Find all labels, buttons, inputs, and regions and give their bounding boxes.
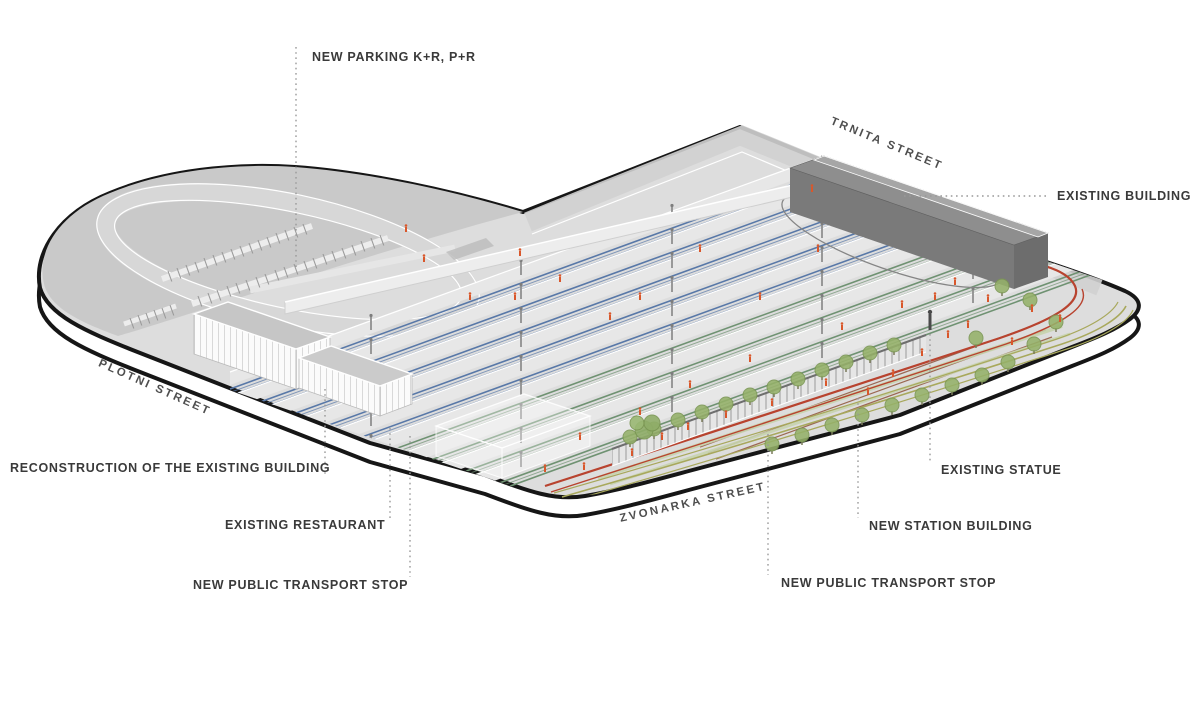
label-new-station-building: NEW STATION BUILDING <box>869 519 1033 533</box>
label-transport-stop-left: NEW PUBLIC TRANSPORT STOP <box>193 578 408 592</box>
label-existing-restaurant: EXISTING RESTAURANT <box>225 518 385 532</box>
label-existing-building: EXISTING BUILDING <box>1057 189 1191 203</box>
tram-lines <box>544 261 1085 493</box>
existing-restaurant-shape <box>296 345 415 417</box>
leader-lines <box>295 47 1048 577</box>
existing-statue-shape <box>927 309 933 330</box>
label-reconstruction: RECONSTRUCTION OF THE EXISTING BUILDING <box>10 461 330 475</box>
label-transport-stop-right: NEW PUBLIC TRANSPORT STOP <box>781 576 996 590</box>
label-existing-statue: EXISTING STATUE <box>941 463 1061 477</box>
glass-hall <box>434 393 592 479</box>
crosswalk <box>446 238 494 260</box>
trees <box>622 278 1064 455</box>
label-new-parking: NEW PARKING K+R, P+R <box>312 50 476 64</box>
parking-rows <box>123 223 456 330</box>
